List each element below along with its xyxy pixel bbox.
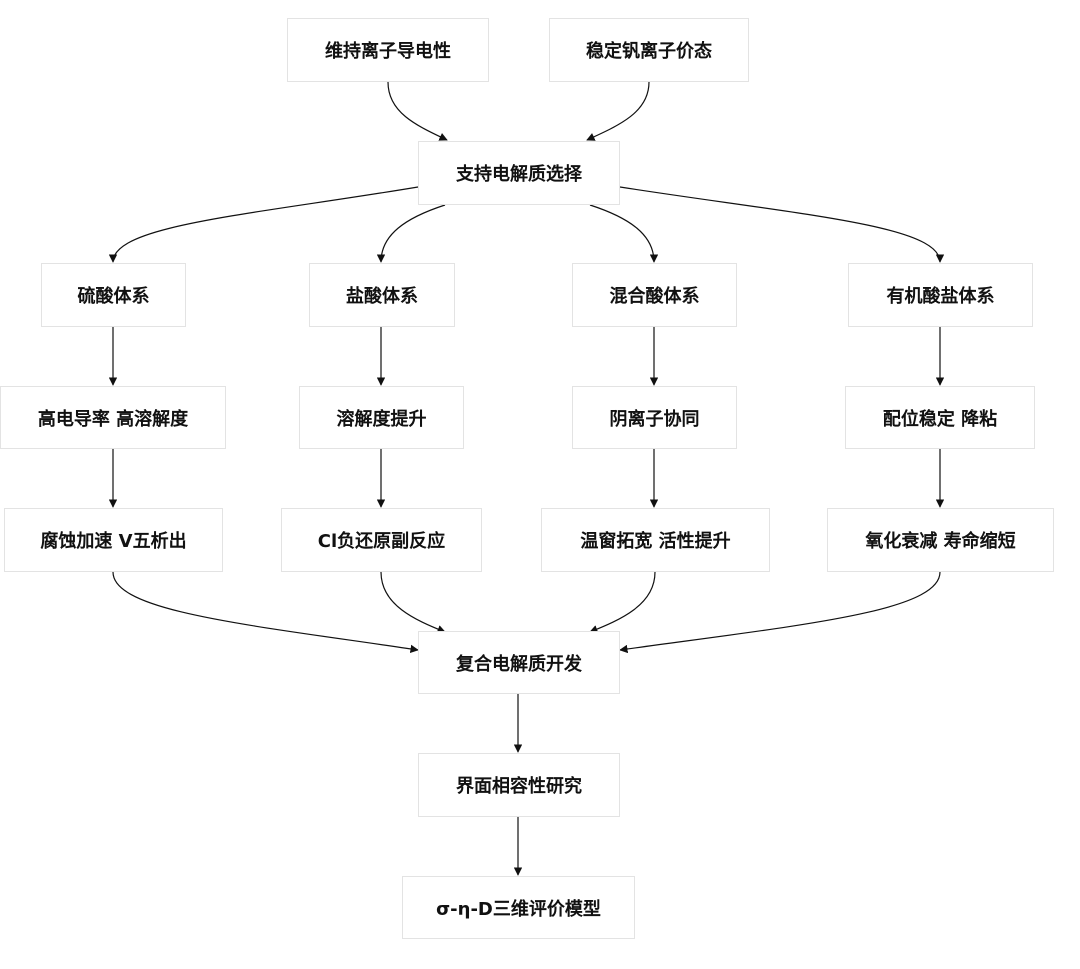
edge-n15-n16 [619, 571, 941, 654]
edge-n14-n16 [589, 571, 656, 634]
node-organic-acid-salt-system: 有机酸盐体系 [848, 263, 1033, 327]
node-three-dimensional-evaluation-model: σ-η-D三维评价模型 [402, 876, 635, 939]
edge-n12-n16 [112, 571, 419, 654]
node-stabilize-vanadium-valence: 稳定钒离子价态 [549, 18, 749, 82]
node-high-conductivity-solubility: 高电导率 高溶解度 [0, 386, 226, 449]
node-supporting-electrolyte-selection: 支持电解质选择 [418, 141, 620, 205]
node-maintain-ionic-conductivity: 维持离子导电性 [287, 18, 489, 82]
node-oxidation-lifetime: 氧化衰减 寿命缩短 [827, 508, 1054, 572]
node-temperature-window-activity: 温窗拓宽 活性提升 [541, 508, 770, 572]
edge-n2-n3 [586, 81, 650, 141]
node-interface-compatibility-study: 界面相容性研究 [418, 753, 620, 817]
edge-n3-n4 [108, 186, 419, 263]
node-anion-synergy: 阴离子协同 [572, 386, 737, 449]
node-coordination-stability: 配位稳定 降粘 [845, 386, 1035, 449]
node-hydrochloric-acid-system: 盐酸体系 [309, 263, 455, 327]
node-corrosion-v5-precipitation: 腐蚀加速 V五析出 [4, 508, 223, 572]
node-chloride-side-reaction: Cl负还原副反应 [281, 508, 482, 572]
node-mixed-acid-system: 混合酸体系 [572, 263, 737, 327]
edge-n3-n5 [376, 204, 446, 263]
node-sulfuric-acid-system: 硫酸体系 [41, 263, 186, 327]
node-composite-electrolyte-development: 复合电解质开发 [418, 631, 620, 694]
edge-n3-n6 [589, 204, 659, 263]
edge-n13-n16 [380, 571, 446, 634]
node-solubility-improvement: 溶解度提升 [299, 386, 464, 449]
edge-n3-n7 [619, 186, 945, 263]
edge-n1-n3 [387, 81, 448, 141]
